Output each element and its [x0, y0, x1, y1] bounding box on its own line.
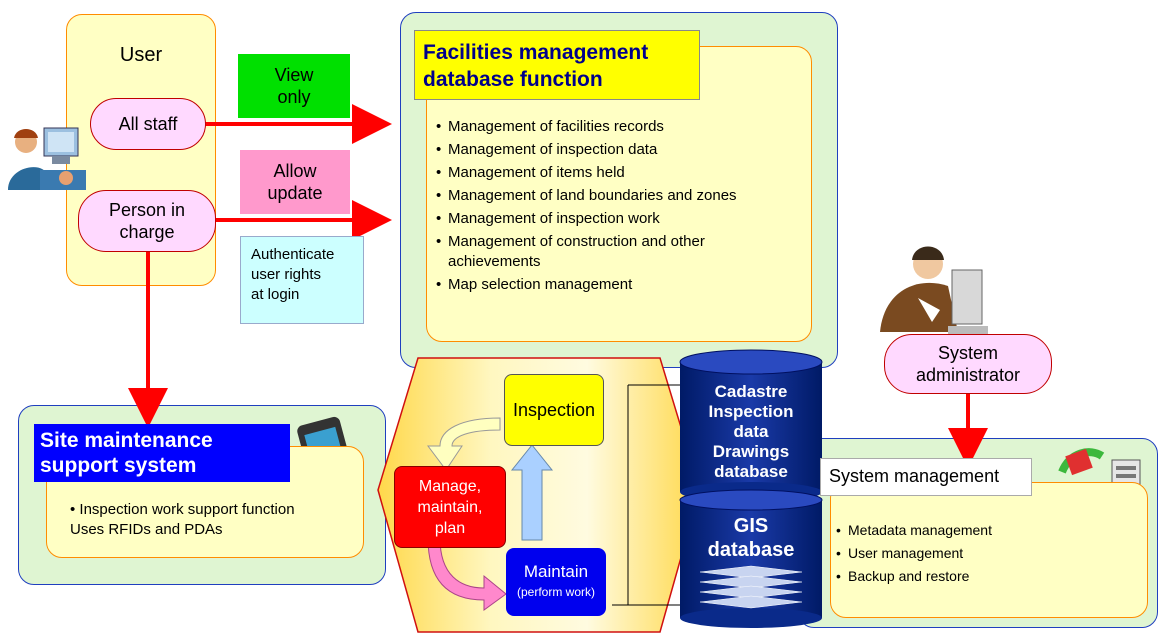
administrator-icon: [880, 246, 988, 334]
db-line-cadastre: Cadastre: [714, 382, 788, 401]
facilities-item: Management of facilities records: [436, 117, 766, 137]
sysadmin-line-1: System: [937, 343, 998, 363]
db-line-inspection: Inspection: [708, 402, 794, 421]
sysmgmt-title-text: System management: [829, 466, 1000, 486]
user-title: User: [119, 43, 163, 66]
gis-line-1: GIS: [733, 515, 769, 537]
site-item-1-text: Inspection work support function: [79, 501, 295, 518]
manage-line-1: Manage,: [418, 477, 482, 495]
manage-box: Manage, maintain, plan: [394, 466, 506, 548]
authenticate-line-1: Authenticate: [251, 246, 335, 263]
sysmgmt-list: Metadata management User management Back…: [836, 520, 1046, 586]
maintain-box: Maintain (perform work): [506, 548, 606, 616]
facilities-item: Map selection management: [436, 275, 766, 295]
facilities-item: Management of construction and other ach…: [436, 232, 768, 272]
manage-line-3: plan: [434, 519, 466, 537]
facilities-title-line-1: Facilities management: [423, 41, 649, 64]
facilities-item: Management of land boundaries and zones: [436, 186, 756, 206]
maintain-label: Maintain: [523, 562, 589, 581]
view-only-line-1: View: [274, 65, 314, 85]
db-line-data: data: [733, 422, 769, 441]
sysmgmt-item: User management: [836, 543, 1046, 563]
site-item-2: Uses RFIDs and PDAs: [70, 521, 223, 538]
sysmgmt-title: System management: [820, 458, 1032, 496]
user-at-computer-icon: [8, 127, 86, 190]
view-only-line-2: only: [277, 87, 311, 107]
authenticate-line-3: at login: [251, 286, 300, 303]
system-administrator-pill: System administrator: [884, 334, 1052, 394]
all-staff-pill: All staff: [90, 98, 206, 150]
facilities-title-line-2: database function: [423, 68, 603, 91]
facilities-item: Management of inspection data: [436, 140, 766, 160]
sysadmin-line-2: administrator: [915, 365, 1021, 385]
site-item-1: • Inspection work support function: [70, 501, 295, 518]
site-title: Site maintenance support system: [34, 424, 290, 482]
facilities-title: Facilities management database function: [414, 30, 700, 100]
blue-up-arrow: [510, 444, 554, 541]
all-staff-label: All staff: [118, 114, 178, 134]
pink-curved-arrow: [427, 537, 507, 611]
gis-database-label: GIS database: [682, 514, 820, 562]
facilities-item: Management of items held: [436, 163, 766, 183]
allow-update-badge: Allow update: [240, 150, 350, 214]
db-line-database: database: [714, 462, 788, 481]
manage-line-2: maintain,: [417, 498, 483, 516]
authenticate-line-2: user rights: [251, 266, 322, 283]
db-line-drawings: Drawings: [712, 442, 790, 461]
site-list: • Inspection work support function Uses …: [64, 500, 360, 540]
view-only-badge: View only: [238, 54, 350, 118]
gis-line-2: database: [707, 539, 795, 561]
sysmgmt-item: Backup and restore: [836, 566, 1046, 586]
allow-update-line-2: update: [267, 183, 323, 203]
top-database-label: Cadastre Inspection data Drawings databa…: [682, 382, 820, 482]
facilities-item: Management of inspection work: [436, 209, 766, 229]
perform-work-label: (perform work): [516, 585, 595, 599]
allow-update-line-1: Allow: [273, 161, 317, 181]
inspection-box: Inspection: [504, 374, 604, 446]
sysmgmt-item: Metadata management: [836, 520, 1046, 540]
site-title-line-2: support system: [40, 454, 197, 477]
person-in-charge-line-2: charge: [119, 222, 175, 242]
person-in-charge-pill: Person in charge: [78, 190, 216, 252]
inspection-label: Inspection: [512, 399, 596, 420]
facilities-list: Management of facilities records Managem…: [436, 117, 766, 295]
authenticate-note: Authenticate user rights at login: [240, 236, 364, 324]
person-in-charge-line-1: Person in: [108, 200, 186, 220]
gis-database-cylinder: [679, 489, 823, 628]
site-title-line-1: Site maintenance: [40, 429, 213, 452]
